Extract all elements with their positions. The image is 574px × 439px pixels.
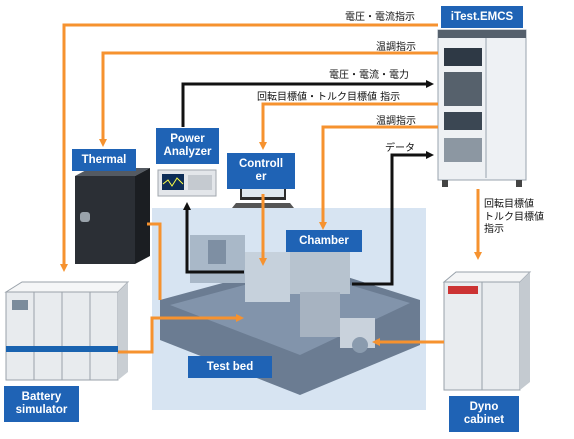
signal-rpm-torque-target-cmd: 回転目標値・トルク目標値 指示 <box>257 92 401 103</box>
controller-label: Controll er <box>227 153 295 189</box>
battery-simulator-illustration <box>4 281 130 381</box>
signal-temp-cmd-thermal: 温調指示 <box>376 42 416 53</box>
arrow-bed-to-power-analyzer <box>183 202 244 274</box>
signal-voltage-current-power: 電圧・電流・電力 <box>329 70 409 81</box>
thermal-label: Thermal <box>72 149 136 171</box>
test-bed-label: Test bed <box>188 356 272 378</box>
battery-simulator-label: Battery simulator <box>4 386 79 422</box>
dyno-cabinet-label: Dyno cabinet <box>449 396 519 432</box>
arrow-thermal-to-bed <box>147 222 162 300</box>
arrow-temp-cmd-chamber <box>319 125 438 230</box>
data-arrows <box>181 80 434 286</box>
command-arrows <box>60 23 482 354</box>
arrow-voltage-current-cmd <box>60 23 438 272</box>
signal-temp-cmd-chamber: 温調指示 <box>376 116 416 127</box>
arrow-battery-to-bed <box>118 314 244 354</box>
chamber-label: Chamber <box>286 230 362 252</box>
emcs-rack-illustration <box>437 29 527 187</box>
signal-data: データ <box>385 143 415 154</box>
arrow-temp-cmd-thermal <box>99 51 438 147</box>
power-analyzer-label: Power Analyzer <box>156 128 219 164</box>
signal-voltage-current-cmd: 電圧・電流指示 <box>345 12 415 23</box>
arrow-power-analyzer-to-emcs <box>181 80 434 127</box>
power-analyzer-illustration <box>157 169 217 197</box>
arrow-rpm-torque-cmd <box>259 102 438 150</box>
dyno-cabinet-illustration <box>442 271 532 391</box>
signal-dyno-targets: 回転目標値 トルク目標値 指示 <box>484 199 544 235</box>
arrow-data-to-emcs <box>352 151 434 286</box>
emcs-label: iTest.EMCS <box>441 6 523 28</box>
thermal-unit-illustration <box>75 168 150 264</box>
